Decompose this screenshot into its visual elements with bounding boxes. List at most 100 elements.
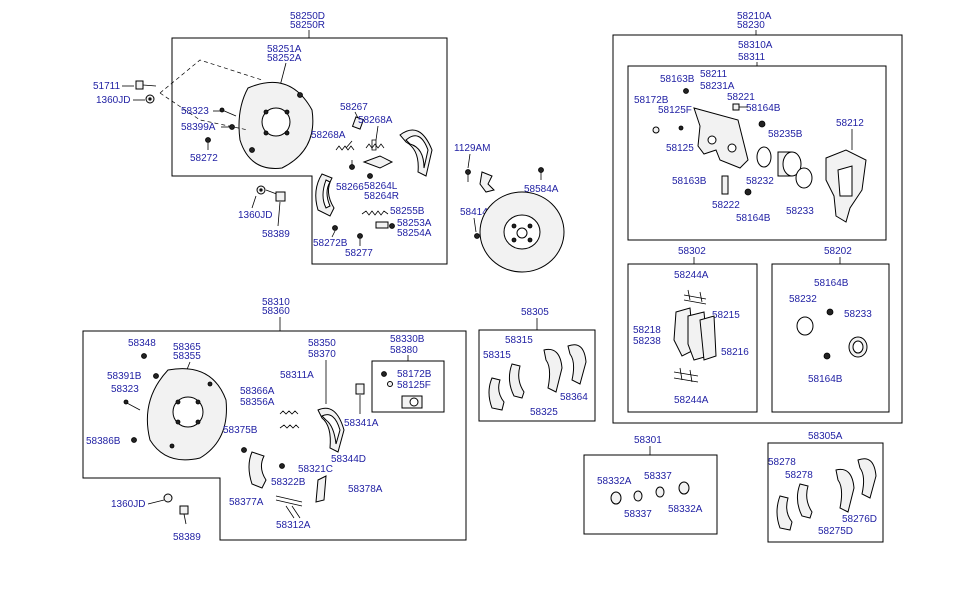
label-58399A[interactable]: 58399A [181, 122, 216, 133]
label-58310[interactable]: 58310 [262, 297, 290, 308]
label-58218[interactable]: 58218 [633, 325, 661, 336]
label-58302[interactable]: 58302 [678, 246, 706, 257]
label-58211[interactable]: 58211 [700, 69, 728, 80]
label-58325[interactable]: 58325 [530, 407, 558, 418]
label-58163B-a[interactable]: 58163B [660, 74, 695, 85]
label-58254A[interactable]: 58254A [397, 228, 432, 239]
label-58172B-a[interactable]: 58172B [634, 95, 669, 106]
label-58164B-d[interactable]: 58164B [808, 374, 843, 385]
label-58216[interactable]: 58216 [721, 347, 749, 358]
label-58377A[interactable]: 58377A [229, 497, 264, 508]
label-58355[interactable]: 58355 [173, 351, 201, 362]
label-58233-b[interactable]: 58233 [844, 309, 872, 320]
label-58164B-c[interactable]: 58164B [814, 278, 849, 289]
label-58250R[interactable]: 58250R [290, 20, 325, 31]
label-58321C[interactable]: 58321C [298, 464, 333, 475]
label-58275D[interactable]: 58275D [818, 526, 853, 537]
label-58278-b[interactable]: 58278 [785, 470, 813, 481]
label-58312A[interactable]: 58312A [276, 520, 311, 531]
label-58365[interactable]: 58365 [173, 342, 201, 353]
label-58315-b[interactable]: 58315 [483, 350, 511, 361]
label-58252A[interactable]: 58252A [267, 53, 302, 64]
label-58272[interactable]: 58272 [190, 153, 218, 164]
label-58322B[interactable]: 58322B [271, 477, 306, 488]
label-58264R[interactable]: 58264R [364, 191, 399, 202]
label-58244A-a[interactable]: 58244A [674, 270, 709, 281]
label-58238[interactable]: 58238 [633, 336, 661, 347]
label-58276D[interactable]: 58276D [842, 514, 877, 525]
label-58264L[interactable]: 58264L [364, 181, 398, 192]
label-58222[interactable]: 58222 [712, 200, 740, 211]
label-58266[interactable]: 58266 [336, 182, 364, 193]
label-58164B-a[interactable]: 58164B [746, 103, 781, 114]
label-58221[interactable]: 58221 [727, 92, 755, 103]
label-58230[interactable]: 58230 [737, 20, 765, 31]
label-58253A[interactable]: 58253A [397, 218, 432, 229]
label-58310A[interactable]: 58310A [738, 40, 773, 51]
label-58311A[interactable]: 58311A [280, 370, 314, 381]
label-58250D[interactable]: 58250D [290, 11, 325, 22]
adjuster-58253A-icon [375, 221, 395, 229]
label-1129AM[interactable]: 1129AM [454, 143, 491, 154]
label-58344D[interactable]: 58344D [331, 454, 366, 465]
label-58255B[interactable]: 58255B [390, 206, 425, 217]
label-58332A-a[interactable]: 58332A [597, 476, 632, 487]
label-58414[interactable]: 58414 [460, 207, 488, 218]
label-58348[interactable]: 58348 [128, 338, 156, 349]
label-58202[interactable]: 58202 [824, 246, 852, 257]
label-58356A[interactable]: 58356A [240, 397, 275, 408]
label-58272B[interactable]: 58272B [313, 238, 348, 249]
label-1360JD-c[interactable]: 1360JD [111, 499, 145, 510]
label-58315-a[interactable]: 58315 [505, 335, 533, 346]
label-58375B[interactable]: 58375B [223, 425, 258, 436]
label-58350[interactable]: 58350 [308, 338, 336, 349]
label-58172B-b[interactable]: 58172B [397, 369, 432, 380]
label-58125F-a[interactable]: 58125F [658, 105, 692, 116]
label-58330B[interactable]: 58330B [390, 334, 425, 345]
label-58386B[interactable]: 58386B [86, 436, 121, 447]
label-58389-b[interactable]: 58389 [173, 532, 201, 543]
label-58251A[interactable]: 58251A [267, 44, 302, 55]
label-58277[interactable]: 58277 [345, 248, 373, 259]
label-58125F-b[interactable]: 58125F [397, 380, 431, 391]
label-58212[interactable]: 58212 [836, 118, 864, 129]
label-58268A-a[interactable]: 58268A [358, 115, 393, 126]
label-58378A[interactable]: 58378A [348, 484, 383, 495]
label-58215[interactable]: 58215 [712, 310, 740, 321]
caliper-subbox [627, 65, 887, 241]
label-1360JD-b[interactable]: 1360JD [238, 210, 272, 221]
label-58305[interactable]: 58305 [521, 307, 549, 318]
label-58268A-b[interactable]: 58268A [311, 130, 346, 141]
label-58235B[interactable]: 58235B [768, 129, 803, 140]
label-58323-a[interactable]: 58323 [181, 106, 209, 117]
label-58360[interactable]: 58360 [262, 306, 290, 317]
label-58311[interactable]: 58311 [738, 52, 766, 63]
label-58584A[interactable]: 58584A [524, 184, 559, 195]
label-58231A[interactable]: 58231A [700, 81, 735, 92]
label-58125[interactable]: 58125 [666, 143, 694, 154]
label-58332A-b[interactable]: 58332A [668, 504, 703, 515]
label-58233-a[interactable]: 58233 [786, 206, 814, 217]
label-58389-a[interactable]: 58389 [262, 229, 290, 240]
label-58305A[interactable]: 58305A [808, 431, 843, 442]
label-1360JD-a[interactable]: 1360JD [96, 95, 130, 106]
label-58337-b[interactable]: 58337 [624, 509, 652, 520]
label-58337-a[interactable]: 58337 [644, 471, 672, 482]
label-58278-a[interactable]: 58278 [768, 457, 796, 468]
label-58267[interactable]: 58267 [340, 102, 368, 113]
label-58391B[interactable]: 58391B [107, 371, 142, 382]
label-58163B-b[interactable]: 58163B [672, 176, 707, 187]
label-58366A[interactable]: 58366A [240, 386, 275, 397]
label-58164B-b[interactable]: 58164B [736, 213, 771, 224]
label-51711[interactable]: 51711 [93, 81, 121, 92]
label-58210A[interactable]: 58210A [737, 11, 772, 22]
label-58244A-b[interactable]: 58244A [674, 395, 709, 406]
label-58364[interactable]: 58364 [560, 392, 588, 403]
label-58301[interactable]: 58301 [634, 435, 662, 446]
label-58341A[interactable]: 58341A [344, 418, 379, 429]
label-58232-a[interactable]: 58232 [746, 176, 774, 187]
label-58370[interactable]: 58370 [308, 349, 336, 360]
label-58323-b[interactable]: 58323 [111, 384, 139, 395]
label-58380[interactable]: 58380 [390, 345, 418, 356]
label-58232-b[interactable]: 58232 [789, 294, 817, 305]
